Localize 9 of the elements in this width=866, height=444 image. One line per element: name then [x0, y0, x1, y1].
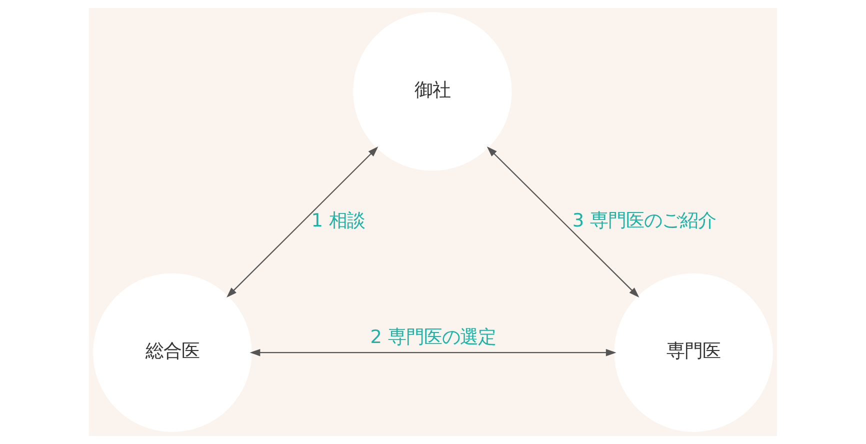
edge-label: 1 相談 [311, 210, 365, 232]
arrow [486, 146, 640, 298]
arrow [250, 348, 616, 356]
edge-label: 2 専門医の選定 [370, 327, 496, 348]
node-circle: 御社 [353, 12, 512, 171]
edge-label: 3 専門医のご紹介 [572, 210, 716, 232]
node-circle: 総合医 [93, 273, 252, 432]
arrow [226, 146, 378, 298]
node-circle: 専門医 [614, 273, 773, 432]
